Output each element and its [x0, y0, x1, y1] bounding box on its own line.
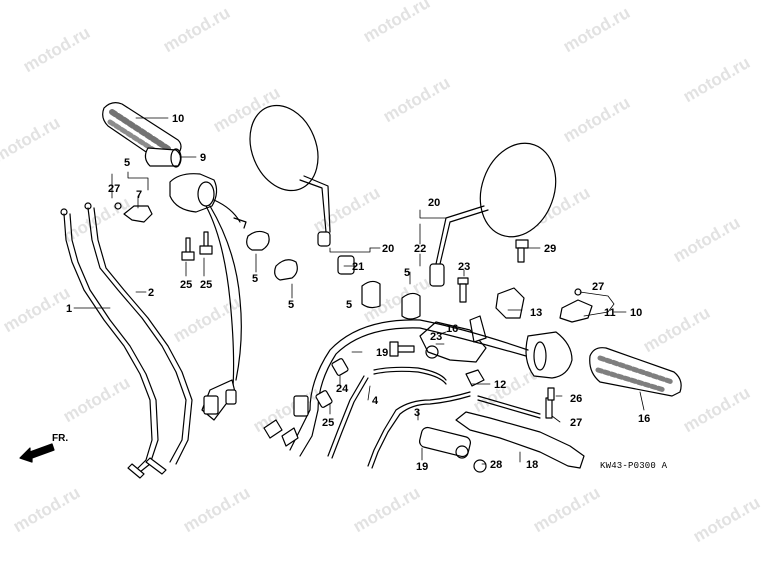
callout: 16 — [446, 323, 458, 335]
screw — [545, 397, 553, 419]
callout: 23 — [458, 261, 470, 273]
callout: 19 — [416, 461, 428, 473]
bolt — [457, 277, 469, 303]
callout: 1 — [66, 303, 72, 315]
callout: 2 — [148, 287, 154, 299]
callout: 29 — [544, 243, 556, 255]
callout: 20 — [382, 243, 394, 255]
right-mirror — [429, 142, 557, 287]
callout: 23 — [430, 331, 442, 343]
bolt — [515, 239, 529, 263]
callout: 5 — [124, 157, 130, 169]
callout: 5 — [346, 299, 352, 311]
callout: 24 — [336, 383, 349, 395]
cable-clamp — [246, 230, 298, 281]
wire-clip — [114, 202, 153, 223]
left-mirror — [249, 104, 331, 247]
front-arrow-icon — [19, 443, 55, 463]
callout: 3 — [414, 407, 420, 419]
callout: 20 — [428, 197, 440, 209]
callout: 11 — [604, 307, 616, 319]
callout: 27 — [108, 183, 120, 195]
screw — [547, 387, 555, 401]
bolt — [465, 369, 485, 387]
right-switch-housing — [309, 319, 573, 411]
callout: 25 — [322, 417, 334, 429]
left-switch-housing — [169, 173, 247, 229]
callout: 19 — [376, 347, 388, 359]
callout: 12 — [494, 379, 506, 391]
left-switch-harness — [201, 205, 242, 421]
leader-lines — [73, 117, 645, 465]
screw — [181, 231, 213, 261]
cable-clamp — [361, 280, 381, 309]
callout: 25 — [200, 279, 212, 291]
callout: 9 — [200, 152, 206, 164]
throttle-pipe — [144, 147, 182, 168]
callout: 27 — [570, 417, 582, 429]
callout: 10 — [630, 307, 642, 319]
callout: 4 — [372, 395, 379, 407]
callout: 10 — [172, 113, 184, 125]
control-cable — [327, 366, 541, 469]
callout: 22 — [414, 243, 426, 255]
callout: 28 — [490, 459, 502, 471]
diagram-code: KW43-P0300 A — [600, 461, 668, 471]
nut — [473, 459, 487, 473]
callout: 26 — [570, 393, 582, 405]
callout: 5 — [288, 299, 294, 311]
brake-switch — [495, 287, 525, 319]
front-label: FR. — [52, 433, 69, 444]
bolt — [389, 341, 415, 357]
callout: 7 — [136, 189, 142, 201]
mirror-nut — [337, 255, 355, 275]
callout: 16 — [638, 413, 650, 425]
switch-bracket — [559, 299, 593, 323]
callout: 25 — [180, 279, 192, 291]
right-switch-harness — [263, 358, 349, 457]
callout: 18 — [526, 459, 538, 471]
brake-lever — [455, 411, 585, 469]
throttle-cable — [60, 202, 193, 479]
cable-clamp — [401, 292, 421, 320]
right-grip — [589, 347, 682, 397]
lever-pivot — [418, 426, 472, 459]
callout: 13 — [530, 307, 542, 319]
callout: 5 — [252, 273, 258, 285]
callout: 27 — [592, 281, 604, 293]
callout: 21 — [352, 261, 364, 273]
callout: 5 — [404, 267, 410, 279]
